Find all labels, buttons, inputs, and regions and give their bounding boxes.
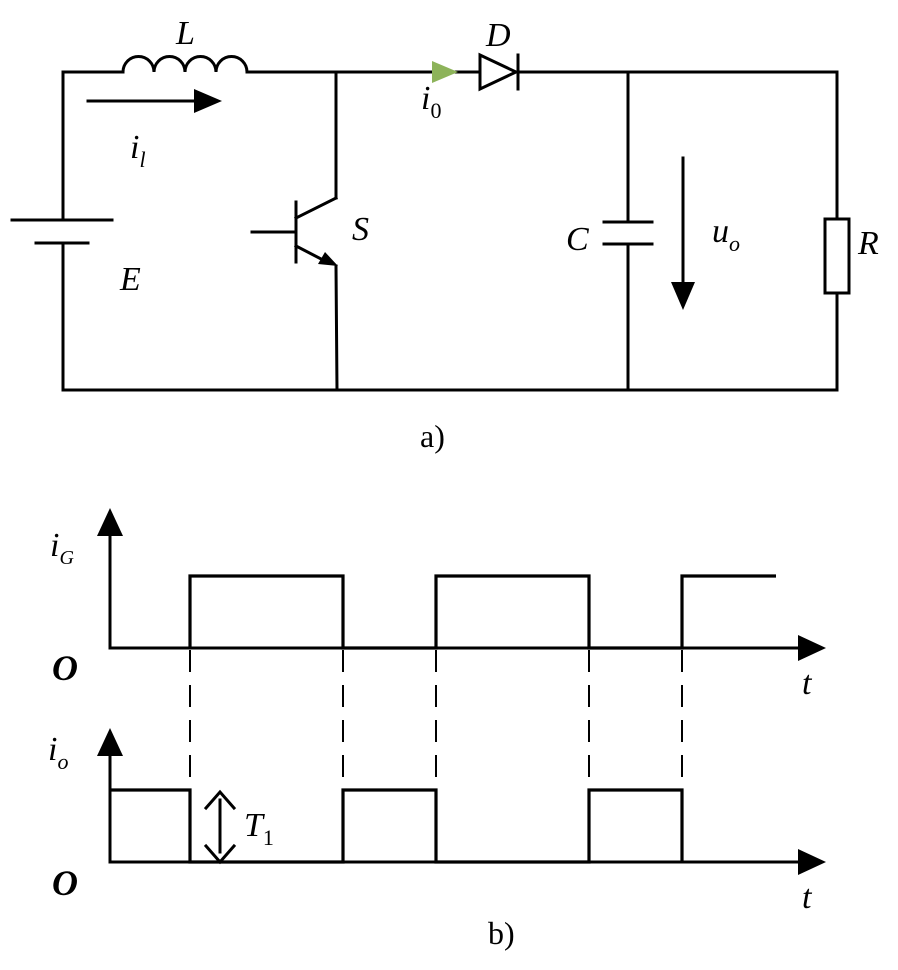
output-voltage-label: uo xyxy=(712,213,740,256)
switch-label: S xyxy=(352,211,369,248)
gate-current-axis-label: iG xyxy=(50,527,74,569)
origin-label-top: O xyxy=(52,648,78,688)
load-label: R xyxy=(857,225,879,262)
diode-symbol xyxy=(478,52,520,92)
output-current-axis-label: io xyxy=(48,731,68,774)
circuit-caption: a) xyxy=(420,418,445,454)
interval-double-arrow xyxy=(203,789,237,865)
transistor-switch xyxy=(250,70,339,392)
time-label-top: t xyxy=(802,665,813,702)
source-label: E xyxy=(119,261,141,298)
time-label-bottom: t xyxy=(802,879,813,916)
inductor-coil xyxy=(121,55,249,74)
circuit-diagram: L il D i0 S E C uo R a) xyxy=(10,15,879,454)
diode-label: D xyxy=(485,17,511,54)
origin-label-bottom: O xyxy=(52,863,78,903)
diode-current-label: i0 xyxy=(421,80,441,123)
diode-current-marker xyxy=(432,61,458,83)
capacitor-symbol xyxy=(602,70,654,392)
inductor-current-arrow xyxy=(86,89,222,113)
gate-current-waveform xyxy=(188,574,776,650)
waveform-diagram: iG O t io O t T1 b) xyxy=(48,508,826,951)
capacitor-label: C xyxy=(566,221,589,258)
gate-current-axes xyxy=(97,508,826,661)
output-voltage-arrow xyxy=(671,156,695,310)
waveform-caption: b) xyxy=(488,915,515,951)
interval-label: T1 xyxy=(244,807,274,850)
output-current-waveform xyxy=(110,788,684,864)
inductor-label: L xyxy=(175,15,195,52)
timing-guide-lines xyxy=(189,650,683,790)
output-current-axes xyxy=(97,728,826,875)
inductor-current-label: il xyxy=(130,129,146,172)
resistor-symbol xyxy=(823,70,851,392)
